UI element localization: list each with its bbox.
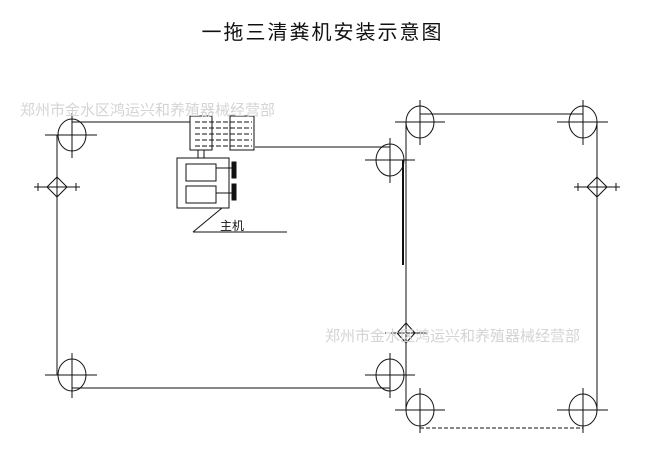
guide-diamond-icon — [385, 322, 427, 344]
motor-unit-icon — [176, 157, 237, 209]
pulley-icon — [45, 353, 97, 398]
pulley-icon — [365, 353, 415, 398]
guide-diamond-icon — [574, 176, 620, 198]
pulley-icon — [395, 100, 445, 145]
main-unit-label: 主机 — [220, 219, 245, 233]
pulley-icon — [45, 113, 97, 158]
leader-line — [192, 207, 223, 233]
guide-diamond-icon — [34, 176, 80, 198]
pulley-icon — [557, 388, 608, 433]
pulley-icon — [395, 388, 445, 433]
watermark: 郑州市金水区鸿运兴和养殖器械经营部 — [325, 327, 581, 345]
pulley-icon — [557, 100, 608, 145]
gearbox-icon — [189, 115, 255, 158]
diagram-title: 一拖三清粪机安装示意图 — [201, 20, 444, 44]
pulley-icon — [365, 138, 415, 183]
watermark: 郑州市金水区鸿运兴和养殖器械经营部 — [20, 101, 276, 119]
